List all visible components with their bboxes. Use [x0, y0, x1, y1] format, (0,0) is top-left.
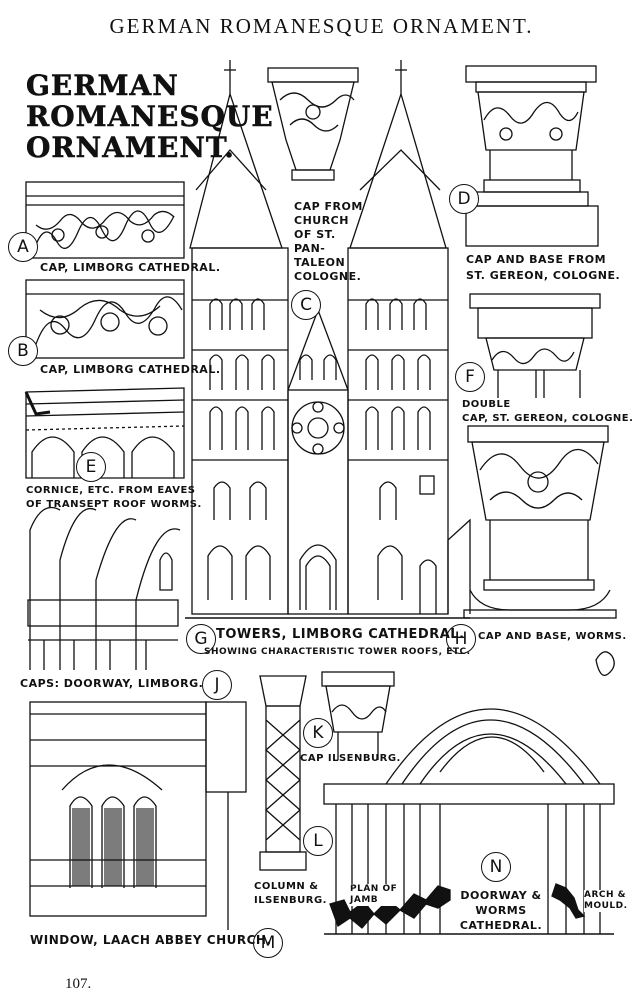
caption-a: CAP, LIMBORG CATHEDRAL. — [40, 261, 221, 274]
caption-j: CAPS: DOORWAY, LIMBORG. — [20, 677, 204, 690]
plate-marker-b: B — [8, 336, 38, 366]
plate-marker-k: K — [303, 718, 333, 748]
drawing-e-cornice — [24, 387, 185, 479]
caption-b: CAP, LIMBORG CATHEDRAL. — [40, 363, 221, 376]
drawing-m-window — [29, 701, 247, 930]
drawing-f-doublecap — [469, 293, 601, 398]
drawing-h-capbase — [463, 425, 617, 677]
plate-marker-f: F — [455, 362, 485, 392]
page-header: GERMAN ROMANESQUE ORNAMENT. — [109, 14, 534, 38]
caption-h: CAP AND BASE, WORMS. — [478, 631, 627, 642]
drawing-j-caps — [27, 506, 181, 670]
drawing-l-column — [259, 675, 307, 871]
drawing-b-capital — [25, 279, 185, 359]
plate-marker-c: C — [291, 290, 321, 320]
plate-marker-a: A — [8, 232, 38, 262]
label-plan-of-jamb: PLAN OF JAMB — [350, 884, 398, 906]
title-line-1: GERMAN — [26, 69, 179, 102]
caption-g: TOWERS, LIMBORG CATHEDRAL. — [216, 627, 465, 642]
plate-marker-g: G — [186, 624, 216, 654]
plate-marker-h: H — [446, 624, 476, 654]
caption-e: CORNICE, ETC. FROM EAVES OF TRANSEPT ROO… — [26, 485, 202, 510]
plate-marker-n: N — [481, 852, 511, 882]
caption-n: DOORWAY & WORMS CATHEDRAL. — [459, 889, 543, 932]
drawing-n-doorway — [323, 708, 615, 935]
caption-d: CAP AND BASE FROM ST. GEREON, COLOGNE. — [466, 253, 621, 282]
plate-marker-e: E — [76, 452, 106, 482]
drawing-c-capital — [267, 67, 359, 181]
page-number: 107. — [65, 976, 92, 992]
plate-marker-m: M — [253, 928, 283, 958]
caption-f: DOUBLE CAP, ST. GEREON, COLOGNE. — [462, 399, 634, 424]
caption-m: WINDOW, LAACH ABBEY CHURCH. — [30, 933, 272, 947]
caption-l: COLUMN & ILSENBURG. — [254, 881, 327, 906]
caption-k: CAP ILSENBURG. — [300, 753, 401, 764]
caption-c: CAP FROM CHURCH OF ST. PAN- TALEON COLOG… — [294, 200, 363, 283]
drawing-d-capbase — [465, 65, 599, 247]
label-arch-mould: ARCH & MOULD. — [584, 890, 628, 912]
drawing-g-towers — [185, 60, 471, 619]
drawing-k-capital — [321, 671, 395, 760]
plate-marker-d: D — [449, 184, 479, 214]
plate-marker-l: L — [303, 826, 333, 856]
plate-marker-j: J — [202, 670, 232, 700]
caption-g-sub: SHOWING CHARACTERISTIC TOWER ROOFS, ETC. — [204, 647, 471, 657]
drawing-a-capital — [25, 181, 185, 259]
